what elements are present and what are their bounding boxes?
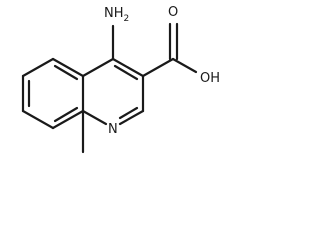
bond-carboxyl-c-oh: [171, 57, 198, 74]
bond-c4-c3: [111, 57, 145, 78]
bond-c4a-c5: [21, 57, 55, 78]
pyridine-ring: [81, 57, 145, 126]
benzene-ring: [21, 57, 85, 130]
carbonyl-oxygen-label: O: [168, 5, 178, 20]
bond-c3-carboxyl-carbon: [141, 57, 175, 78]
amine-label: NH2: [104, 6, 129, 24]
bond-c6-c7: [21, 109, 55, 130]
bond-n1-c8: [81, 109, 108, 126]
bond-c8a-c4a: [51, 57, 85, 78]
bond-c7-c8: [51, 109, 85, 130]
ring-nitrogen-label: N: [108, 122, 118, 137]
chemical-structure-diagram: NH2 O OH N: [21, 5, 220, 154]
bond-c8a-c4: [81, 57, 115, 78]
double-bond-c8a-c4a-inner: [53, 64, 79, 81]
double-bond-c2-n1-inner: [118, 106, 139, 120]
double-bond-c4-c3-inner: [113, 64, 139, 81]
bond-c2-n1: [118, 109, 145, 126]
hydroxyl-label: OH: [200, 71, 220, 86]
double-bond-c7-c8-inner: [53, 106, 79, 123]
